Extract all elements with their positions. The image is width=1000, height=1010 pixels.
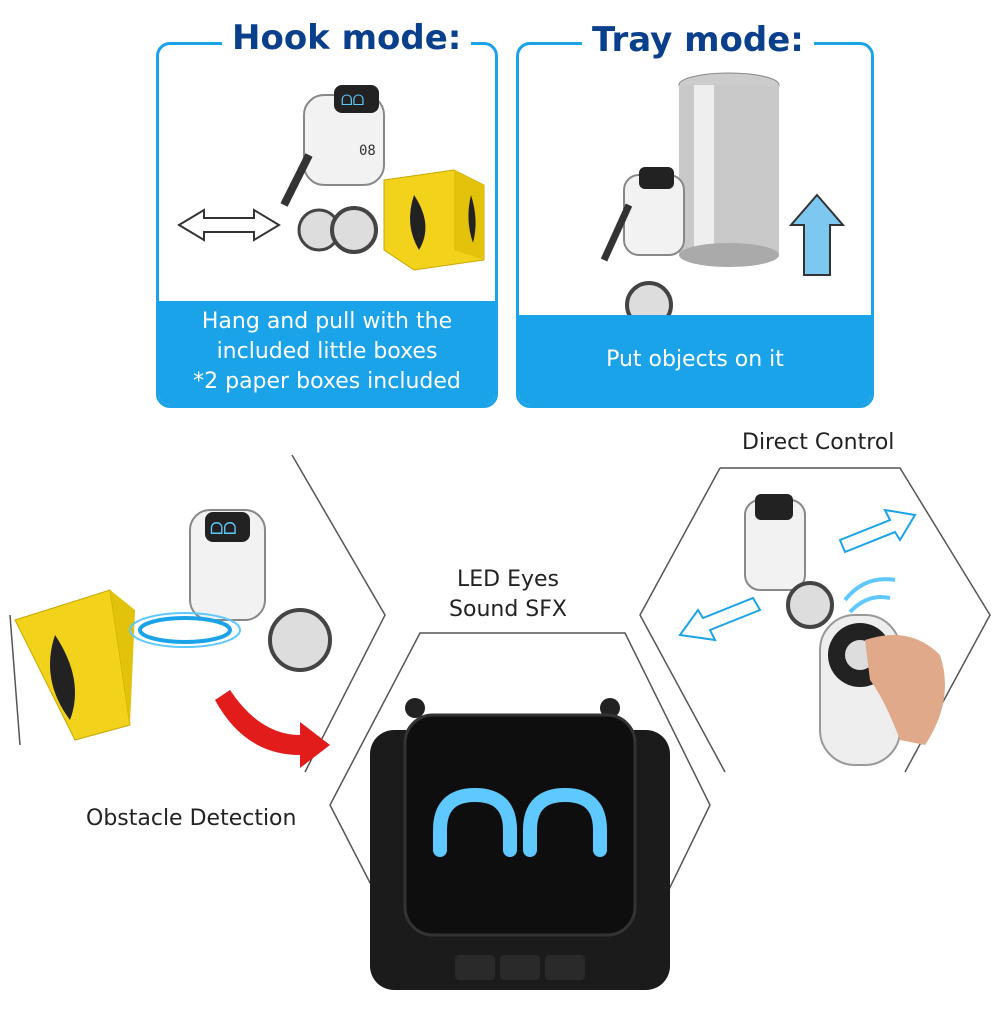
hook-caption-line-1: Hang and pull with the (201, 309, 453, 334)
led-eyes-label: LED Eyes Sound SFX (418, 565, 598, 625)
svg-text:ᗝᗝ: ᗝᗝ (341, 93, 364, 109)
obstacle-detection-label: Obstacle Detection (86, 806, 297, 831)
hook-mode-caption: Hang and pull with the included little b… (159, 301, 495, 405)
hook-mode-panel: ᗝᗝ 08 Hang and pull with the included li… (156, 42, 498, 408)
obstacle-detection-illustration: ᗝᗝ (14, 509, 332, 768)
hook-caption-line-3: *2 paper boxes included (193, 369, 461, 394)
hook-mode-title: Hook mode: (222, 18, 472, 58)
direct-control-label: Direct Control (742, 430, 895, 455)
led-eyes-illustration (370, 698, 670, 990)
tray-mode-illustration (600, 72, 846, 325)
hook-caption-line-2: included little boxes (216, 339, 438, 364)
led-eyes-line: LED Eyes (456, 567, 559, 592)
tray-mode-panel: Put objects on it (516, 42, 874, 408)
direct-control-illustration (678, 494, 945, 766)
sound-sfx-line: Sound SFX (449, 597, 567, 622)
tray-mode-title: Tray mode: (582, 20, 814, 60)
svg-text:ᗝᗝ: ᗝᗝ (210, 519, 237, 538)
tray-mode-caption: Put objects on it (519, 315, 871, 405)
svg-text:08: 08 (359, 143, 376, 159)
hook-mode-illustration: ᗝᗝ 08 (177, 85, 485, 271)
